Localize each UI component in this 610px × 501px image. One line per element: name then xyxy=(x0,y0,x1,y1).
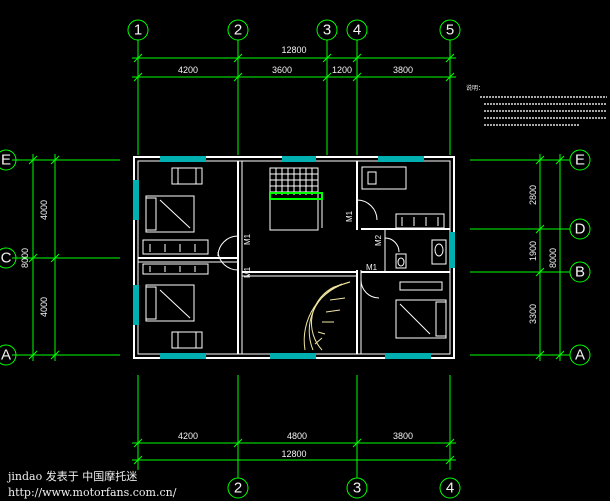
staircase-spiral xyxy=(303,281,351,351)
dim-bottom-2: 4800 xyxy=(287,431,307,441)
axis-right-d: D xyxy=(575,221,586,238)
axis-right-e: E xyxy=(575,152,585,169)
notes-block: 说明： xyxy=(466,84,607,126)
axis-left-a: A xyxy=(1,347,11,364)
axis-bottom-4: 4 xyxy=(446,480,454,497)
axis-labels: 1 2 3 4 5 2 3 4 E C A E D B A xyxy=(1,22,586,497)
door-label-2: M1 xyxy=(243,266,252,278)
door-label-4: M2 xyxy=(374,234,383,246)
watermark-author: jindao 发表于 中国摩托迷 xyxy=(6,469,137,483)
axis-top-1: 1 xyxy=(134,22,142,39)
dim-right-3: 3300 xyxy=(528,304,538,324)
notes-title: 说明： xyxy=(466,84,484,92)
dim-top-2: 3600 xyxy=(272,65,292,75)
axis-bottom-3: 3 xyxy=(353,480,361,497)
dimension-texts: 12800 4200 3600 1200 3800 4200 4800 3800… xyxy=(20,45,558,459)
door-label-1: M1 xyxy=(243,233,252,245)
dim-top-total: 12800 xyxy=(281,45,306,55)
dim-right-1: 2800 xyxy=(528,185,538,205)
dim-right-total: 8000 xyxy=(548,248,558,268)
windows xyxy=(133,156,455,359)
dim-top-4: 3800 xyxy=(393,65,413,75)
axis-top-2: 2 xyxy=(234,22,242,39)
axis-top-4: 4 xyxy=(353,22,361,39)
dim-top-3: 1200 xyxy=(332,65,352,75)
axis-top-3: 3 xyxy=(323,22,331,39)
axis-right-b: B xyxy=(575,264,585,281)
axis-left-c: C xyxy=(1,250,12,267)
dim-left-1: 4000 xyxy=(39,200,49,220)
door-label-5: M1 xyxy=(366,263,378,272)
furniture xyxy=(142,166,447,349)
dim-bottom-total: 12800 xyxy=(281,449,306,459)
axis-top-5: 5 xyxy=(446,22,454,39)
axis-left-e: E xyxy=(1,152,11,169)
dim-right-2: 1900 xyxy=(528,241,538,261)
dim-left-total: 8000 xyxy=(20,248,30,268)
door-labels: M1 M1 M1 M2 M1 xyxy=(243,210,383,278)
axis-bubbles xyxy=(0,19,591,499)
watermark-url: http://www.motorfans.com.cn/ xyxy=(8,486,177,499)
door-swings xyxy=(217,199,400,299)
door-label-3: M1 xyxy=(345,210,354,222)
dimension-lines xyxy=(12,40,570,478)
dim-left-2: 4000 xyxy=(39,297,49,317)
dim-top-1: 4200 xyxy=(178,65,198,75)
dim-bottom-3: 3800 xyxy=(393,431,413,441)
axis-bottom-2: 2 xyxy=(234,480,242,497)
notes-lines xyxy=(480,96,607,126)
dim-bottom-1: 4200 xyxy=(178,431,198,441)
axis-right-a: A xyxy=(575,347,585,364)
staircase-straight xyxy=(269,167,323,231)
